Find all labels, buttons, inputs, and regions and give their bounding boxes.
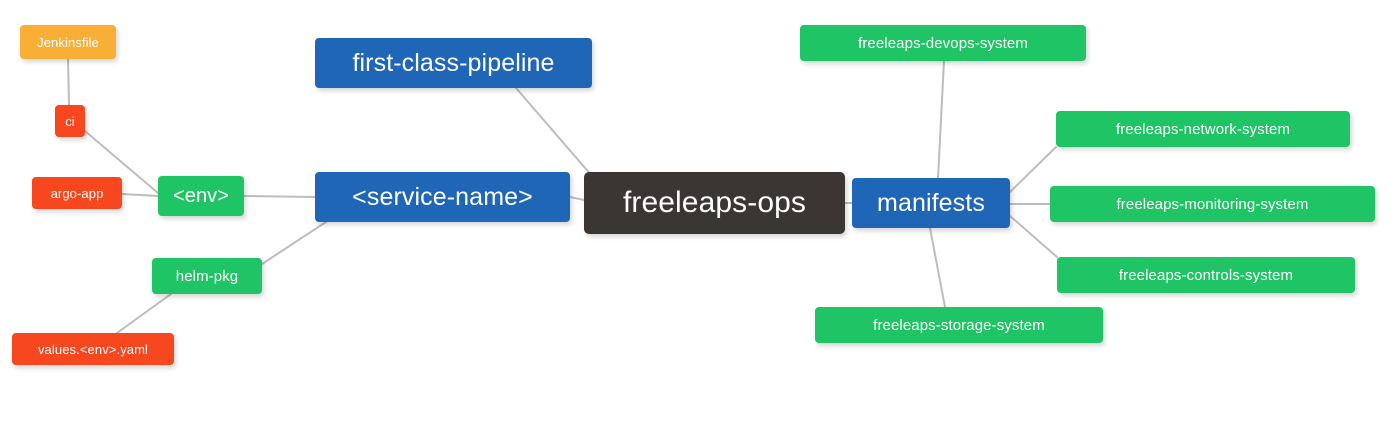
node-service-name[interactable]: <service-name> (315, 172, 570, 222)
node-first-class-pipeline[interactable]: first-class-pipeline (315, 38, 592, 88)
node-label: values.<env>.yaml (37, 341, 149, 357)
node-ci[interactable]: ci (55, 105, 85, 137)
node-label: first-class-pipeline (352, 48, 555, 77)
edge-ci-to-jenkinsfile (67, 58, 70, 106)
node-label: manifests (877, 188, 985, 217)
node-label: ci (65, 113, 75, 129)
node-freeleaps-monitoring-system[interactable]: freeleaps-monitoring-system (1050, 186, 1375, 222)
edge-manifests-to-freeleaps-network-system (1009, 146, 1057, 193)
node-label: freeleaps-controls-system (1118, 266, 1294, 284)
edge-manifests-to-freeleaps-storage-system (929, 227, 946, 308)
node-label: freeleaps-storage-system (873, 316, 1045, 334)
node-label: freeleaps-ops (622, 186, 807, 219)
node-freeleaps-network-system[interactable]: freeleaps-network-system (1056, 111, 1350, 147)
node-manifests[interactable]: manifests (852, 178, 1010, 228)
node-label: freeleaps-devops-system (858, 34, 1028, 52)
edge-service-name-to-helm-pkg (261, 221, 327, 265)
node-freeleaps-ops[interactable]: freeleaps-ops (584, 172, 845, 234)
edge-freeleaps-ops-to-service-name (569, 196, 585, 201)
node-label: <env> (172, 185, 230, 207)
node-label: freeleaps-monitoring-system (1116, 195, 1309, 213)
edge-env-to-argo-app (121, 193, 159, 197)
edge-manifests-to-freeleaps-controls-system (1009, 215, 1058, 258)
node-freeleaps-storage-system[interactable]: freeleaps-storage-system (815, 307, 1103, 343)
edge-helm-pkg-to-values-env-yaml (116, 293, 172, 334)
node-jenkinsfile[interactable]: Jenkinsfile (20, 25, 116, 59)
edge-service-name-to-env (243, 195, 316, 198)
node-label: argo-app (50, 185, 104, 201)
node-helm-pkg[interactable]: helm-pkg (152, 258, 262, 294)
node-values-env-yaml[interactable]: values.<env>.yaml (12, 333, 174, 365)
node-freeleaps-controls-system[interactable]: freeleaps-controls-system (1057, 257, 1355, 293)
node-label: helm-pkg (175, 267, 239, 285)
node-label: freeleaps-network-system (1115, 120, 1291, 138)
edge-manifests-to-freeleaps-devops-system (937, 60, 945, 179)
node-label: <service-name> (352, 182, 533, 211)
node-freeleaps-devops-system[interactable]: freeleaps-devops-system (800, 25, 1086, 61)
node-env[interactable]: <env> (158, 176, 244, 216)
edge-freeleaps-ops-to-first-class-pipeline (515, 87, 593, 177)
node-label: Jenkinsfile (37, 34, 99, 50)
node-argo-app[interactable]: argo-app (32, 177, 122, 209)
